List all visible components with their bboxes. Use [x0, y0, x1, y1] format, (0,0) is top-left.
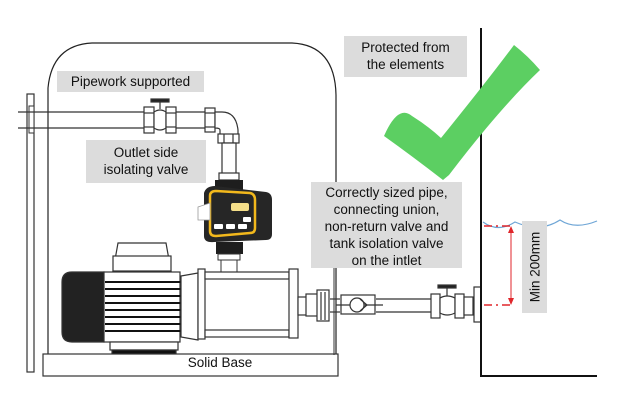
support-post	[26, 93, 35, 373]
label-line: Correctly sized pipe,	[325, 185, 448, 200]
inlet-isolation-valve-icon	[430, 284, 482, 323]
solid-base	[42, 353, 339, 377]
solid-base-label: Solid Base	[187, 355, 253, 370]
checkmark-icon	[384, 45, 540, 180]
pipe-bracket	[28, 105, 35, 134]
inlet-pipe	[305, 289, 432, 322]
tank-wall	[480, 28, 597, 377]
label-line: the elements	[366, 57, 445, 72]
min-depth-dimension	[484, 225, 514, 306]
pipework-supported-label: Pipework supported	[57, 71, 204, 92]
pump-body	[197, 268, 309, 340]
outlet-pipe	[18, 111, 206, 129]
label-line: non-return valve and	[324, 219, 449, 234]
inlet-label: Correctly sized pipe, connecting union, …	[311, 182, 462, 268]
pressure-controller-icon	[197, 180, 272, 275]
label-text: Min 200mm	[527, 231, 542, 303]
protected-label: Protected from the elements	[344, 36, 467, 77]
label-line: connecting union,	[333, 202, 440, 217]
label-line: Outlet side	[113, 145, 179, 160]
label-line: tank isolation valve	[329, 236, 444, 251]
label-line: Protected from	[361, 40, 450, 55]
label-text: Pipework supported	[70, 74, 191, 89]
outlet-union	[204, 107, 240, 181]
label-line: on the intlet	[351, 253, 422, 268]
outlet-isolation-valve-icon	[143, 98, 177, 134]
enclosure-outline	[47, 42, 337, 362]
min-depth-label: Min 200mm	[522, 221, 547, 313]
non-return-valve-icon	[336, 294, 383, 315]
pump-motor-icon	[61, 242, 199, 355]
outlet-valve-label: Outlet side isolating valve	[86, 140, 206, 183]
label-line: isolating valve	[103, 162, 189, 177]
